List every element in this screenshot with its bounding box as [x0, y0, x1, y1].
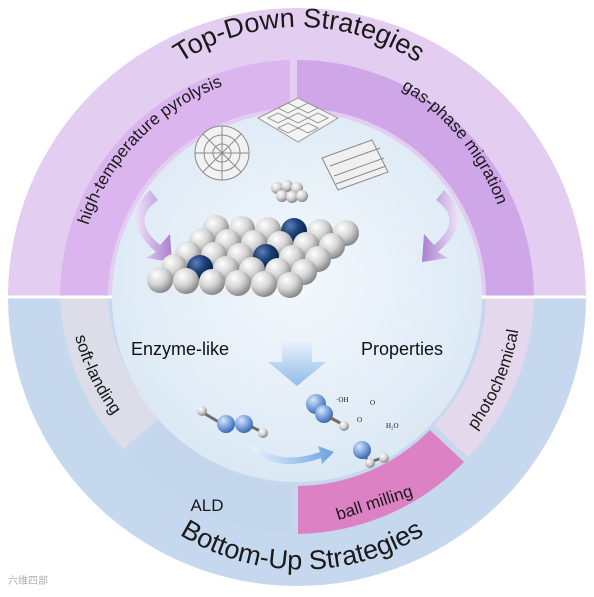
- right-curved-arrow: [422, 190, 459, 262]
- hydroxyl-label: ·OH: [336, 396, 348, 404]
- nanotube-icon: [321, 139, 389, 191]
- oxygen-label-a: O: [370, 399, 375, 407]
- graphene-sheet-icon: [256, 97, 340, 143]
- water-label: H₂O: [386, 422, 399, 430]
- properties-label: Properties: [361, 339, 443, 359]
- label-ald: ALD: [190, 496, 223, 515]
- segment-photochemical: [434, 297, 534, 457]
- enzyme-like-label: Enzyme-like: [131, 339, 229, 359]
- left-curved-arrow: [135, 190, 172, 262]
- segment-migration: [297, 60, 534, 297]
- support-atom-sphere: [277, 272, 303, 298]
- support-atom-sphere: [147, 267, 173, 293]
- segment-softlanding: [60, 297, 159, 449]
- fullerene-icon: [194, 125, 250, 181]
- reactant-molecule-icon: [197, 406, 268, 438]
- segment-pyrolysis: [59, 60, 291, 297]
- segment-ballmilling: [298, 430, 464, 534]
- support-atom-sphere: [173, 268, 199, 294]
- center-disk: [112, 112, 482, 482]
- segment-ald: [128, 422, 292, 534]
- down-arrow: [268, 338, 326, 386]
- single-atom-lattice: [147, 215, 359, 298]
- support-atom-sphere: [251, 271, 277, 297]
- oxygen-label-b: O: [357, 416, 362, 424]
- water-molecule-icon: [353, 441, 389, 468]
- support-atom-sphere: [199, 269, 225, 295]
- reaction-arrow: [250, 444, 334, 465]
- atom-cluster-icon: [271, 180, 308, 203]
- watermark: 六维四部: [8, 576, 48, 587]
- product-molecule-icon: [306, 394, 349, 431]
- support-atom-sphere: [225, 270, 251, 296]
